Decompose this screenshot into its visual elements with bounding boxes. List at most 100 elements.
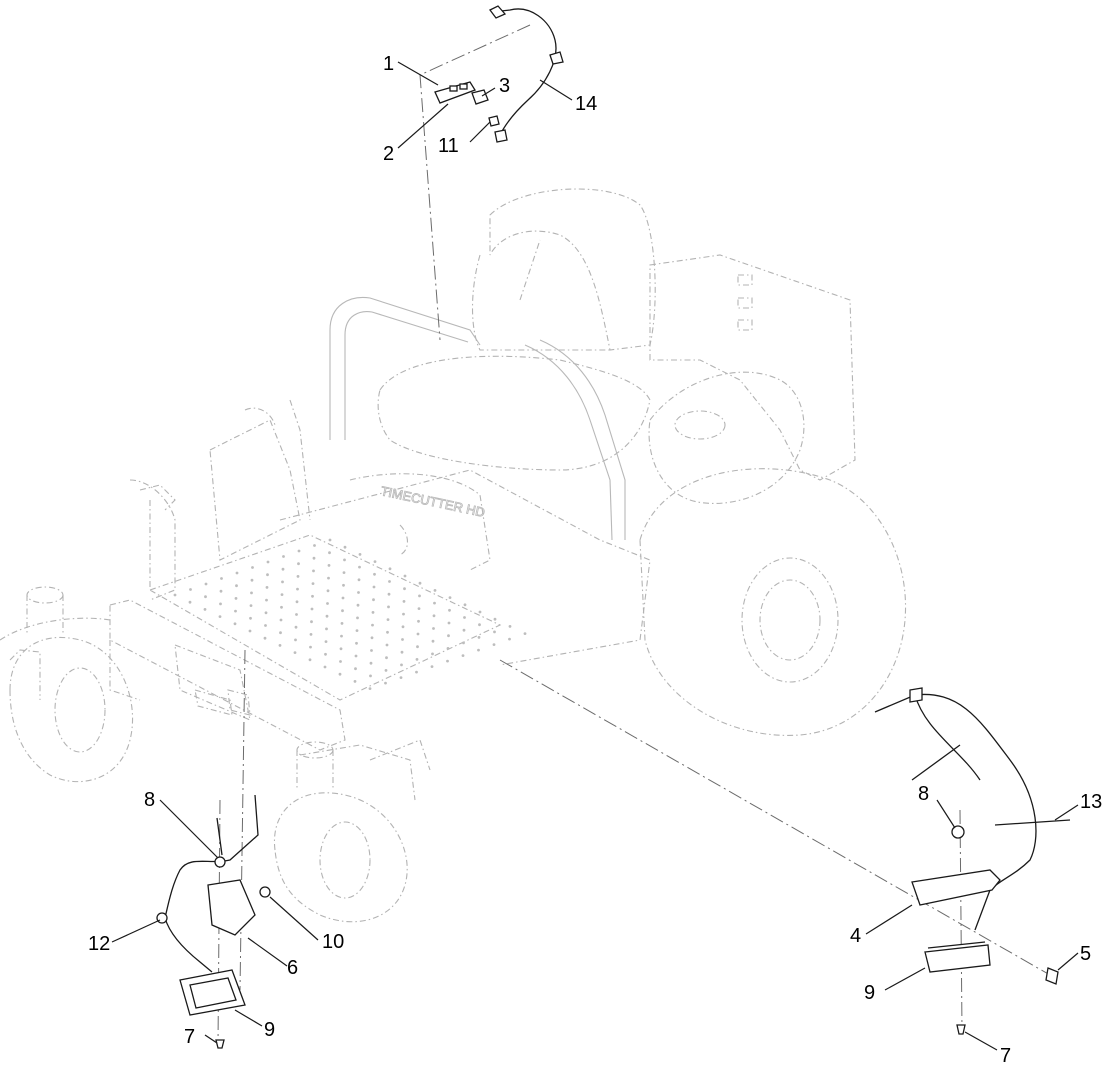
platform-dot bbox=[431, 652, 434, 656]
platform-dot bbox=[357, 578, 361, 582]
platform-dot bbox=[354, 654, 358, 658]
platform-dot bbox=[356, 603, 360, 607]
platform-dot bbox=[279, 631, 282, 635]
platform-dot bbox=[401, 638, 404, 641]
plate-hole-1 bbox=[449, 85, 458, 92]
platform-dot bbox=[402, 600, 406, 603]
platform-dot bbox=[384, 681, 387, 685]
platform-dot bbox=[328, 538, 332, 542]
mower-ghost: TIMECUTTER HD bbox=[0, 188, 907, 923]
platform-dot bbox=[493, 630, 496, 634]
platform-dot bbox=[370, 636, 374, 640]
rear-right-tire bbox=[639, 468, 907, 736]
platform-dot bbox=[356, 616, 359, 620]
platform-dot bbox=[478, 623, 481, 627]
platform-dot bbox=[339, 647, 343, 651]
parking-brake-lever bbox=[139, 484, 176, 590]
platform-dot bbox=[266, 560, 270, 564]
platform-dot bbox=[433, 601, 436, 605]
platform-dot bbox=[234, 597, 238, 600]
platform-dot bbox=[264, 624, 267, 627]
platform-dot bbox=[369, 661, 373, 665]
platform-dot bbox=[340, 622, 344, 625]
platform-dot bbox=[296, 575, 300, 578]
front-left-caster bbox=[9, 586, 134, 783]
callout-6: 6 bbox=[287, 957, 298, 979]
left-bolt bbox=[259, 886, 271, 898]
platform-dot bbox=[370, 649, 373, 652]
platform-dot bbox=[385, 643, 389, 647]
platform-dot bbox=[343, 545, 347, 549]
harness-connector-top bbox=[489, 5, 507, 19]
platform-dot bbox=[432, 627, 435, 630]
plate-hole-2 bbox=[459, 83, 468, 90]
platform-dot bbox=[446, 659, 449, 663]
platform-dot bbox=[387, 605, 390, 609]
platform-dot bbox=[235, 584, 238, 588]
platform-dot bbox=[325, 627, 328, 631]
right-harness-plug bbox=[909, 687, 923, 703]
platform-dot bbox=[250, 591, 253, 595]
platform-dot bbox=[372, 585, 376, 589]
platform-dot bbox=[388, 567, 392, 571]
platform-dot bbox=[357, 591, 360, 594]
platform-dot bbox=[430, 665, 434, 668]
platform-dot bbox=[189, 588, 192, 591]
platform-dot bbox=[342, 583, 345, 587]
platform-dot bbox=[310, 620, 313, 624]
front-right-caster bbox=[273, 741, 408, 923]
platform-dot bbox=[281, 580, 284, 584]
platform-dot bbox=[188, 600, 192, 604]
platform-dot bbox=[478, 610, 482, 614]
platform-dot bbox=[327, 564, 331, 567]
platform-dot bbox=[326, 589, 330, 593]
platform-dot bbox=[415, 658, 419, 661]
control-arms bbox=[329, 296, 626, 541]
left-harness bbox=[164, 794, 259, 973]
platform-dot bbox=[386, 630, 389, 634]
callout-14: 14 bbox=[575, 93, 597, 115]
platform-dot bbox=[339, 660, 342, 663]
foot-platform bbox=[148, 534, 527, 701]
harness-connector-bottom bbox=[494, 129, 508, 143]
platform-dot bbox=[461, 654, 465, 657]
callout-3: 3 bbox=[499, 75, 510, 97]
right-screw bbox=[956, 1024, 966, 1035]
platform-dot bbox=[355, 629, 359, 632]
platform-dot bbox=[447, 634, 450, 638]
platform-dot bbox=[400, 650, 404, 654]
platform-dot bbox=[386, 618, 390, 621]
platform-dot bbox=[233, 622, 237, 626]
platform-dot bbox=[446, 647, 450, 650]
right-harness-branch bbox=[914, 694, 981, 781]
platform-dot bbox=[341, 609, 344, 613]
platform-dot bbox=[324, 652, 327, 656]
left-bracket bbox=[207, 879, 256, 936]
platform-dot bbox=[343, 558, 346, 562]
callouts: 1 2 3 11 14 8 12 6 10 9 7 8 13 4 5 9 7 bbox=[88, 53, 1102, 1067]
platform-dot bbox=[402, 612, 405, 616]
engine-housing bbox=[648, 254, 856, 505]
platform-dot bbox=[523, 632, 527, 635]
platform-dot bbox=[373, 572, 376, 576]
platform-dot bbox=[387, 592, 391, 596]
platform-dot bbox=[477, 648, 480, 652]
left-nut bbox=[214, 856, 226, 868]
callout-2: 2 bbox=[383, 143, 394, 165]
platform-dot bbox=[312, 569, 315, 573]
platform-dot bbox=[263, 636, 267, 640]
platform-dot bbox=[279, 618, 283, 622]
platform-dot bbox=[416, 645, 419, 649]
platform-dot bbox=[249, 604, 253, 607]
platform-dot bbox=[173, 593, 177, 597]
platform-dot bbox=[295, 600, 299, 604]
platform-dot bbox=[340, 634, 343, 638]
platform-dot bbox=[448, 596, 452, 599]
callout-10: 10 bbox=[322, 931, 344, 953]
platform-dot bbox=[203, 608, 207, 611]
platform-dot bbox=[508, 637, 511, 641]
left-harness-tie bbox=[216, 817, 223, 856]
right-bolt bbox=[1045, 967, 1059, 985]
platform-dot bbox=[297, 562, 300, 566]
